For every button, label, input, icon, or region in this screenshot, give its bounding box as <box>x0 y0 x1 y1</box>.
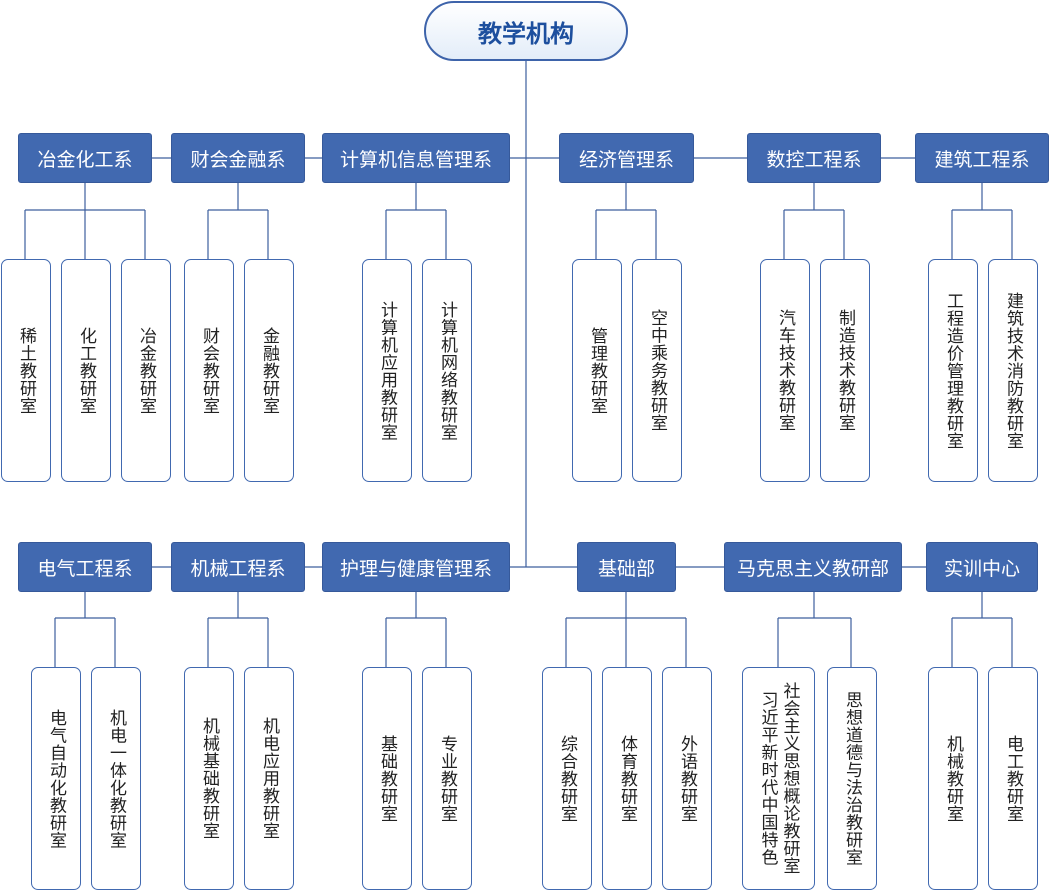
office-label: 基础教研室 <box>377 734 397 823</box>
office-nursing-specialty: 专业教研室 <box>422 667 472 890</box>
office-label-line-1: 社会主义思想概论教研室 <box>779 682 800 875</box>
office-label: 机械基础教研室 <box>199 717 219 840</box>
office-label: 体育教研室 <box>617 734 637 823</box>
dept-architecture-engineering: 建筑工程系 <box>915 133 1049 183</box>
office-accounting: 财会教研室 <box>184 259 234 482</box>
dept-computer-info-management: 计算机信息管理系 <box>322 133 510 183</box>
dept-label: 电气工程系 <box>37 557 133 580</box>
dept-foundation: 基础部 <box>577 542 676 592</box>
office-ethics-and-law: 思想道德与法治教研室 <box>827 667 877 890</box>
dept-label: 马克思主义教研部 <box>736 557 889 580</box>
office-xi-thought: 社会主义思想概论教研室 习近平新时代中国特色 <box>742 667 815 890</box>
office-label: 建筑技术消防教研室 <box>1003 291 1023 450</box>
dept-label: 计算机信息管理系 <box>339 148 492 171</box>
office-label: 计算机应用教研室 <box>377 300 397 441</box>
office-mechanical-foundation: 机械基础教研室 <box>184 667 234 890</box>
dept-label: 冶金化工系 <box>37 148 133 171</box>
office-chemical: 化工教研室 <box>61 259 111 482</box>
office-label: 机械教研室 <box>943 734 963 823</box>
dept-electrical-engineering: 电气工程系 <box>18 542 152 592</box>
office-label: 空中乘务教研室 <box>647 309 667 432</box>
office-label: 汽车技术教研室 <box>775 309 795 432</box>
office-label: 专业教研室 <box>437 734 457 823</box>
office-comprehensive: 综合教研室 <box>542 667 592 890</box>
dept-label: 护理与健康管理系 <box>339 557 492 580</box>
dept-cnc-engineering: 数控工程系 <box>747 133 881 183</box>
office-flight-attendant: 空中乘务教研室 <box>632 259 682 482</box>
dept-label: 机械工程系 <box>190 557 286 580</box>
office-label: 财会教研室 <box>199 326 219 415</box>
office-computer-network: 计算机网络教研室 <box>422 259 472 482</box>
office-manufacturing-technology: 制造技术教研室 <box>820 259 870 482</box>
dept-label: 基础部 <box>597 557 655 580</box>
office-management: 管理教研室 <box>572 259 622 482</box>
dept-accounting-finance: 财会金融系 <box>171 133 305 183</box>
office-rare-earth: 稀土教研室 <box>1 259 51 482</box>
office-label: 机电一体化教研室 <box>106 708 126 849</box>
dept-nursing-health-management: 护理与健康管理系 <box>322 542 510 592</box>
dept-label: 实训中心 <box>943 557 1020 580</box>
office-finance: 金融教研室 <box>244 259 294 482</box>
office-label: 电气自动化教研室 <box>46 708 66 849</box>
dept-label: 财会金融系 <box>190 148 286 171</box>
office-electromechanical-application: 机电应用教研室 <box>244 667 294 890</box>
office-computer-application: 计算机应用教研室 <box>362 259 412 482</box>
office-label: 机电应用教研室 <box>259 717 279 840</box>
dept-mechanical-engineering: 机械工程系 <box>171 542 305 592</box>
office-label: 外语教研室 <box>677 734 697 823</box>
office-label: 综合教研室 <box>557 734 577 823</box>
office-label: 电工教研室 <box>1003 734 1023 823</box>
dept-training-center: 实训中心 <box>926 542 1038 592</box>
office-label: 化工教研室 <box>76 326 96 415</box>
dept-label: 数控工程系 <box>766 148 862 171</box>
office-building-fire-technology: 建筑技术消防教研室 <box>988 259 1038 482</box>
office-automotive-technology: 汽车技术教研室 <box>760 259 810 482</box>
office-metallurgy: 冶金教研室 <box>121 259 171 482</box>
office-label: 工程造价管理教研室 <box>943 291 963 450</box>
root-node: 教学机构 <box>424 1 628 61</box>
dept-marxism-research: 马克思主义教研部 <box>724 542 902 592</box>
office-mechanical: 机械教研室 <box>928 667 978 890</box>
office-label: 管理教研室 <box>587 326 607 415</box>
root-title: 教学机构 <box>478 19 574 48</box>
office-label: 冶金教研室 <box>136 326 156 415</box>
office-label: 计算机网络教研室 <box>437 300 457 441</box>
dept-label: 建筑工程系 <box>934 148 1030 171</box>
office-mechatronics: 机电一体化教研室 <box>91 667 141 890</box>
office-cost-management: 工程造价管理教研室 <box>928 259 978 482</box>
office-nursing-foundation: 基础教研室 <box>362 667 412 890</box>
dept-economic-management: 经济管理系 <box>559 133 694 183</box>
office-physical-education: 体育教研室 <box>602 667 652 890</box>
office-label: 制造技术教研室 <box>835 309 855 432</box>
office-electrician: 电工教研室 <box>988 667 1038 890</box>
office-electrical-automation: 电气自动化教研室 <box>31 667 81 890</box>
dept-metallurgy-chemical: 冶金化工系 <box>18 133 152 183</box>
office-label-line-2: 习近平新时代中国特色 <box>757 691 778 866</box>
office-label: 思想道德与法治教研室 <box>842 691 862 866</box>
office-foreign-languages: 外语教研室 <box>662 667 712 890</box>
dept-label: 经济管理系 <box>578 148 674 171</box>
office-label: 稀土教研室 <box>16 326 36 415</box>
office-label: 金融教研室 <box>259 326 279 415</box>
